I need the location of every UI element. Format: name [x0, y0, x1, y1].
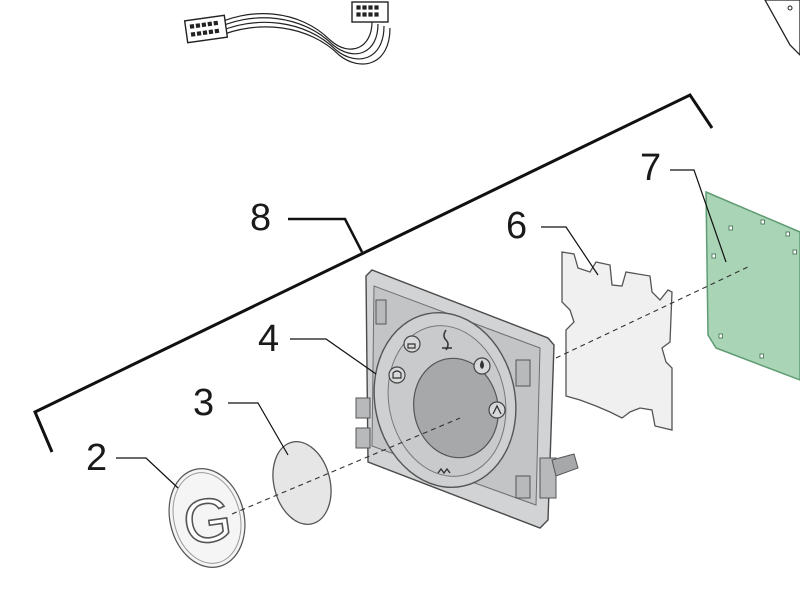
water-drop-icon — [473, 357, 491, 375]
wire-harness — [183, 1, 391, 65]
coffee-cup-icon — [403, 335, 421, 353]
hot-cup-icon — [388, 366, 406, 384]
badge-glyph: G — [179, 484, 236, 559]
leader-line-7 — [670, 169, 727, 263]
callout-3: 3 — [193, 382, 214, 424]
wave-icon — [437, 467, 451, 475]
steam-icon — [442, 329, 452, 351]
callout-4: 4 — [258, 318, 279, 360]
power-level-icon — [488, 401, 506, 419]
assembly-bracket-8 — [33, 93, 714, 453]
leader-lines — [116, 169, 727, 489]
leader-line-4 — [290, 338, 377, 375]
leader-line-6 — [541, 226, 599, 276]
callout-8: 8 — [250, 197, 271, 239]
cable-connector-icon — [351, 1, 389, 23]
control-panel-housing — [355, 269, 579, 529]
clear-lens — [272, 441, 332, 525]
leader-line-8 — [288, 217, 364, 253]
callout-7: 7 — [640, 147, 661, 189]
leader-line-2 — [116, 457, 179, 489]
partial-housing — [764, 0, 800, 56]
callout-2: 2 — [86, 437, 107, 479]
logo-badge: G — [168, 468, 246, 568]
circuit-board — [705, 190, 800, 381]
callout-6: 6 — [506, 205, 527, 247]
cable-connector-icon — [183, 14, 229, 44]
gasket-sheet — [561, 251, 673, 431]
leader-line-3 — [228, 402, 289, 456]
